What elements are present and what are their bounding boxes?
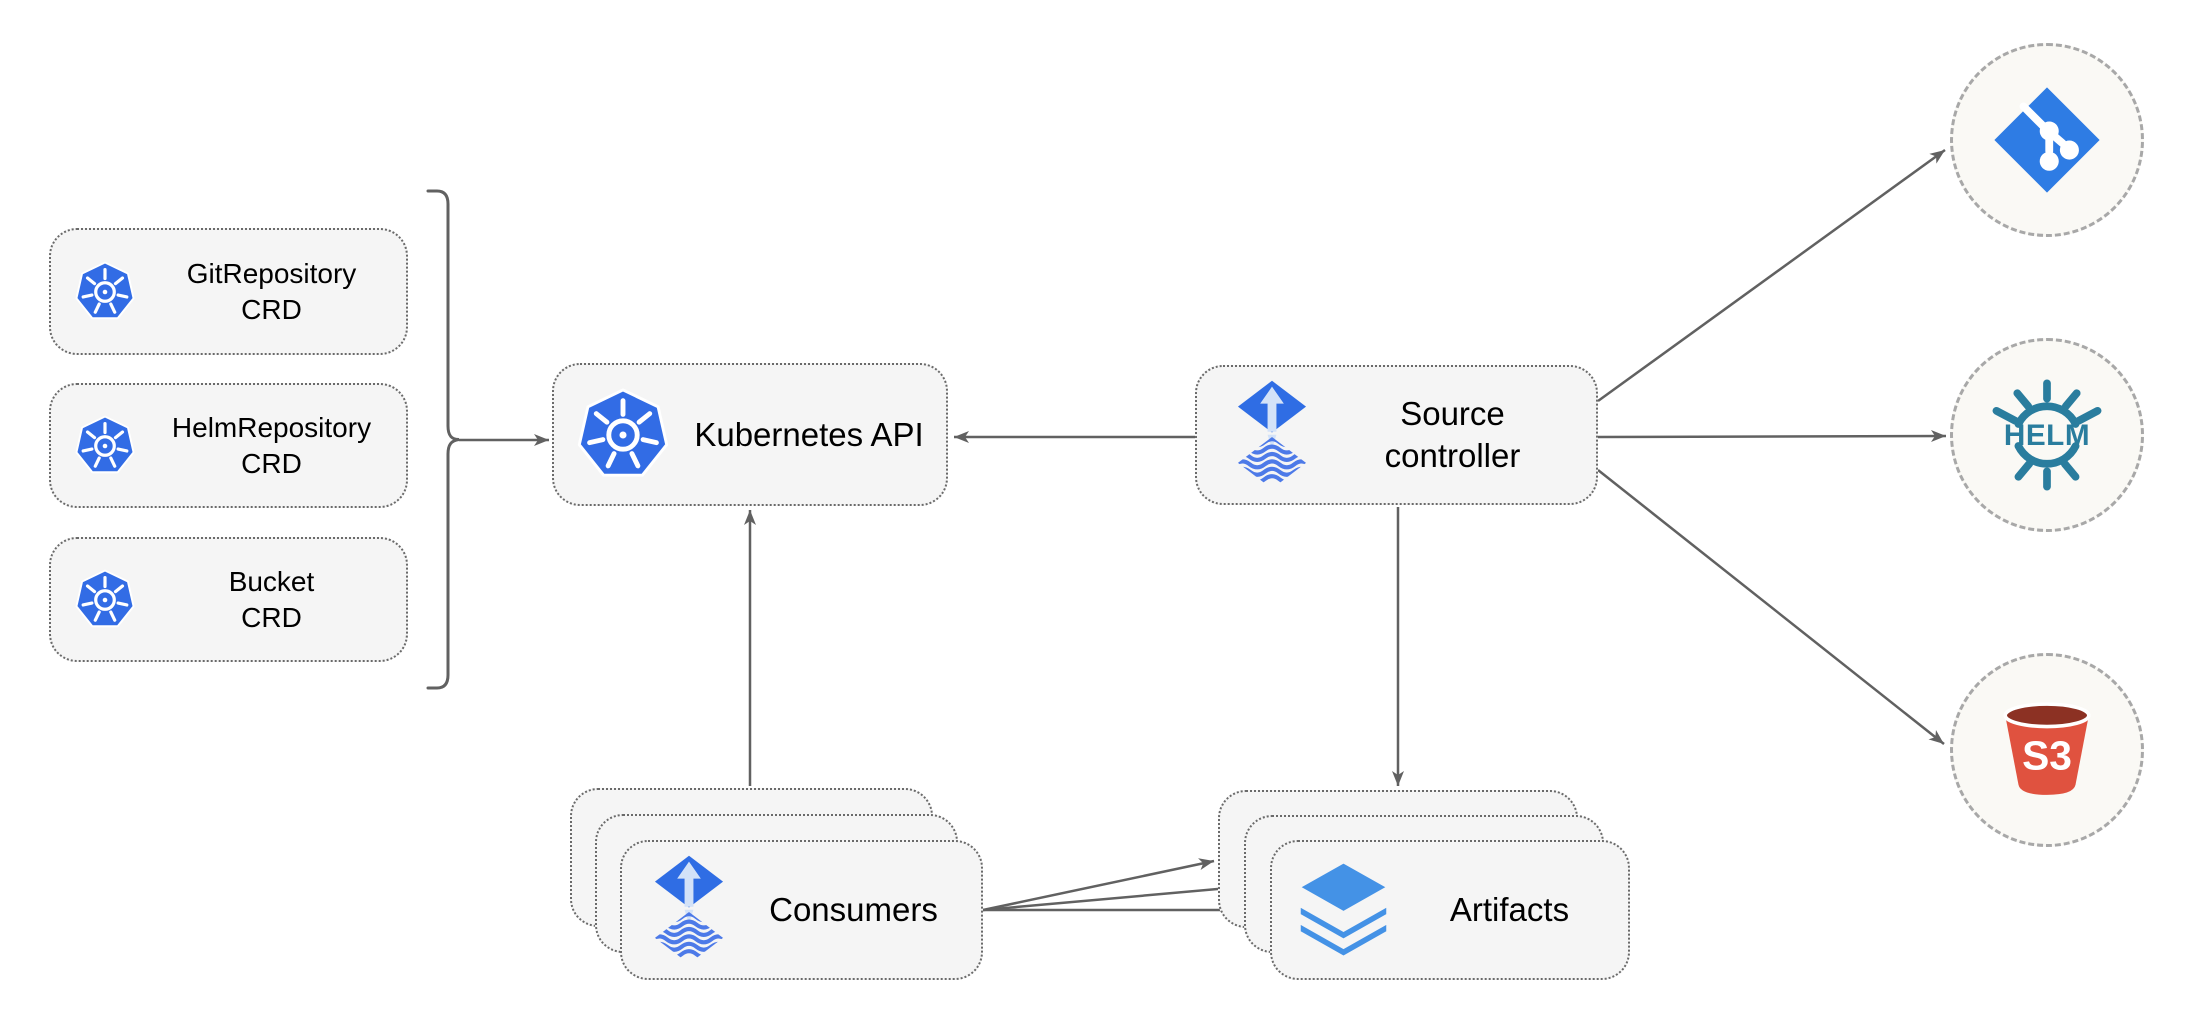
external-helm-repository: HELM (1950, 338, 2144, 532)
kubernetes-icon (574, 386, 672, 484)
kubernetes-icon (73, 568, 137, 632)
arrow-source-to-s3 (1597, 469, 1945, 745)
node-label: Bucket CRD (137, 564, 406, 636)
node-label-line2: CRD (241, 601, 302, 633)
node-label-line2: controller (1384, 437, 1521, 474)
node-label-line1: Bucket (228, 565, 315, 597)
node-bucket-crd: Bucket CRD (49, 537, 408, 662)
node-label: Kubernetes API (694, 415, 924, 453)
node-artifacts: Artifacts (1270, 840, 1630, 980)
node-label: HelmRepository CRD (137, 410, 406, 482)
helm-wordmark: HELM (2004, 419, 2090, 452)
node-label: Consumers (769, 891, 938, 928)
node-label: GitRepository CRD (137, 256, 406, 328)
node-source-controller: Source controller (1195, 365, 1598, 505)
arrow-consumers-to-artifacts-1 (982, 858, 1215, 912)
helm-icon: HELM (1981, 369, 2113, 501)
node-label: Source controller (1309, 393, 1596, 477)
git-icon (1991, 84, 2103, 196)
node-label: Artifacts (1449, 891, 1570, 928)
s3-bucket-icon: S3 (1996, 697, 2098, 803)
arrow-source-to-helm (1597, 430, 1947, 443)
node-label-line1: GitRepository (186, 257, 357, 289)
node-label-line2: CRD (241, 293, 302, 325)
node-label-line2: CRD (241, 447, 302, 479)
external-s3-bucket: S3 (1950, 653, 2144, 847)
kubernetes-icon (73, 260, 137, 324)
s3-wordmark: S3 (2022, 732, 2072, 778)
node-kubernetes-api: Kubernetes API (552, 363, 948, 506)
flux-icon (652, 855, 726, 966)
node-gitrepository-crd: GitRepository CRD (49, 228, 408, 355)
arrow-source-to-git (1597, 148, 1946, 403)
node-label-line1: Source (1400, 395, 1505, 432)
node-consumers: Consumers (620, 840, 983, 980)
crd-group-bracket (426, 189, 460, 690)
node-label-line1: HelmRepository (171, 411, 372, 443)
flux-icon (1235, 380, 1309, 491)
node-helmrepository-crd: HelmRepository CRD (49, 383, 408, 508)
external-git-repository (1950, 43, 2144, 237)
arrow-consumers-to-artifacts-2 (982, 882, 1241, 912)
kubernetes-icon (73, 414, 137, 478)
layers-icon (1296, 860, 1391, 960)
